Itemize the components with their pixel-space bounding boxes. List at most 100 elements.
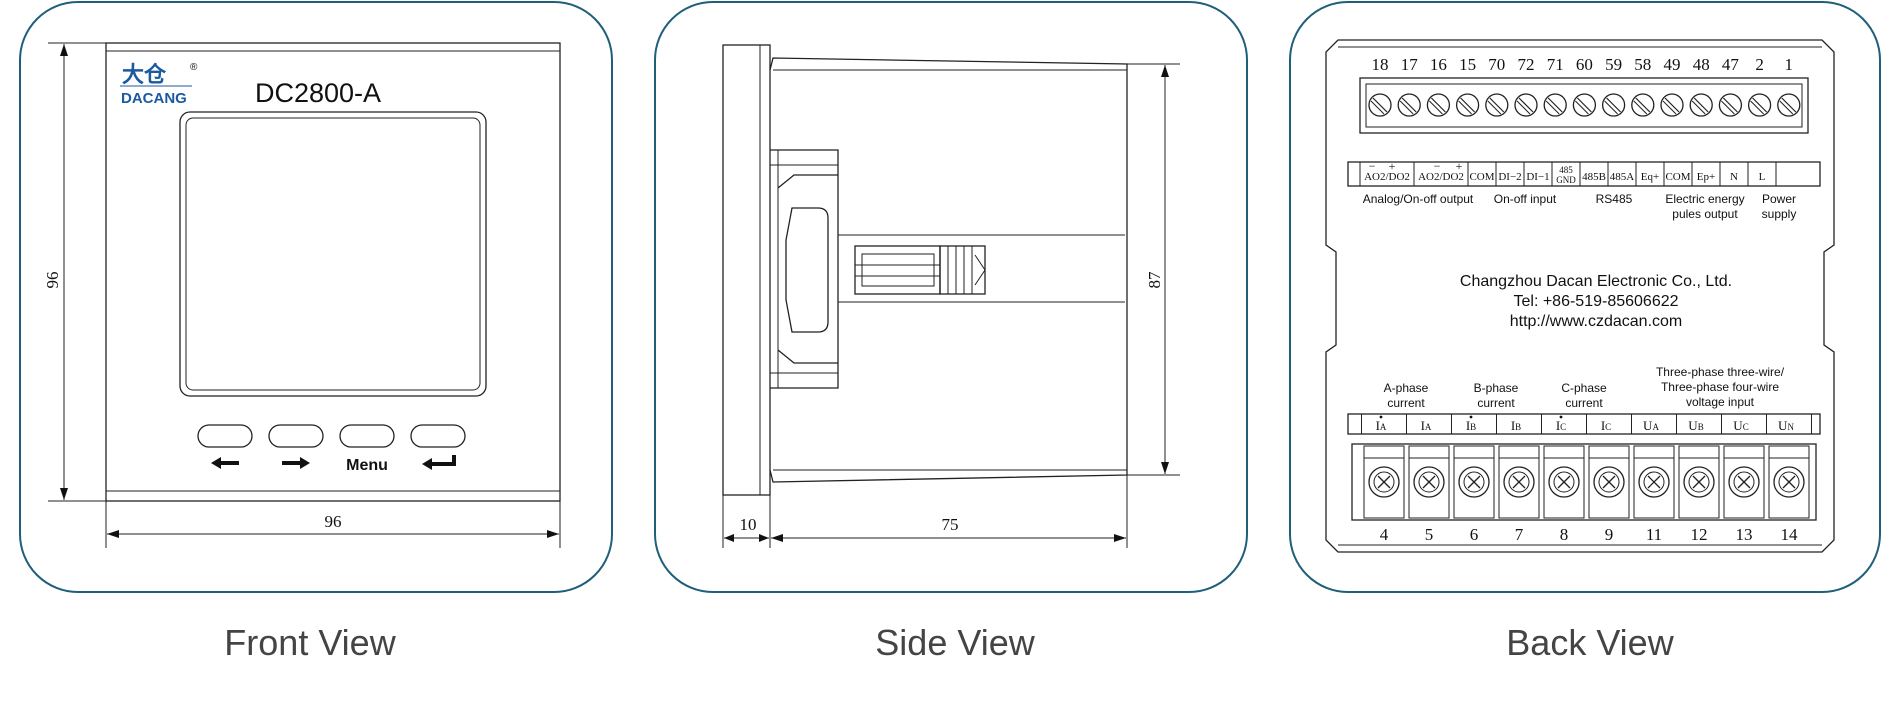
top-terminal-number: 2	[1755, 55, 1764, 74]
back-housing	[1325, 39, 1835, 553]
caption-side-view: Side View	[875, 622, 1035, 663]
group-power-line2: supply	[1762, 207, 1797, 221]
button-menu[interactable]	[339, 424, 395, 448]
top-screws	[1368, 93, 1801, 117]
side-housing	[769, 57, 1128, 483]
bottom-label: IC	[1556, 418, 1566, 433]
top-label: L	[1759, 171, 1766, 183]
bottom-screw-icon	[1768, 445, 1810, 519]
top-label: Ep+	[1697, 171, 1715, 183]
side-dim-bezel: 10	[740, 515, 757, 534]
bottom-terminal-number: 5	[1425, 525, 1434, 544]
top-screw-icon	[1689, 93, 1713, 117]
bottom-label: IA	[1421, 418, 1432, 433]
top-label: DI−1	[1526, 171, 1549, 183]
top-terminal-number: 58	[1634, 55, 1651, 74]
bottom-screw-icon	[1678, 445, 1720, 519]
group-b-phase-line2: current	[1477, 396, 1515, 410]
top-label-strip	[1347, 161, 1821, 187]
bottom-label: UC	[1733, 418, 1748, 433]
front-view-panel	[19, 1, 613, 593]
top-label: AO2/DO2	[1418, 171, 1464, 183]
top-screw-icon	[1397, 93, 1421, 117]
top-label: COM	[1469, 171, 1494, 183]
bottom-screw-icon	[1453, 445, 1495, 519]
side-view-panel	[654, 1, 1248, 593]
bottom-label: UA	[1643, 418, 1659, 433]
top-terminal-number: 49	[1664, 55, 1681, 74]
sign-plus-1: +	[1389, 159, 1396, 173]
top-screw-icon	[1485, 93, 1509, 117]
enter-arrow-icon	[422, 455, 456, 470]
menu-button-label: Menu	[346, 457, 388, 474]
side-dim-depth: 75	[942, 515, 959, 534]
top-terminal-number: 1	[1785, 55, 1794, 74]
bottom-screw-icon	[1408, 445, 1450, 519]
bottom-label: UB	[1688, 418, 1703, 433]
bottom-terminal-number: 7	[1515, 525, 1524, 544]
top-screw-icon	[1777, 93, 1801, 117]
bottom-terminal-number: 14	[1781, 525, 1799, 544]
top-label: DI−2	[1498, 171, 1521, 183]
front-dim-width: 96	[325, 512, 342, 531]
top-screw-icon	[1718, 93, 1743, 117]
model-name: DC2800-A	[255, 78, 381, 108]
side-front-bezel	[722, 44, 771, 496]
button-right[interactable]	[268, 424, 324, 448]
sign-plus-2: +	[1456, 159, 1463, 173]
group-a-phase-line1: A-phase	[1384, 381, 1429, 395]
group-b-phase-line1: B-phase	[1474, 381, 1519, 395]
top-screw-icon	[1631, 93, 1655, 117]
bottom-terminal-number: 13	[1736, 525, 1753, 544]
group-onoff-input: On-off input	[1494, 192, 1557, 206]
top-screw-icon	[1601, 93, 1626, 117]
top-screw-icon	[1455, 93, 1480, 117]
logo-english: DACANG	[121, 90, 187, 107]
bottom-screw-icon	[1723, 445, 1765, 519]
top-label: 485B	[1582, 171, 1606, 183]
logo-registered-mark: ®	[190, 62, 198, 73]
bottom-label: IB	[1511, 418, 1521, 433]
bottom-screws	[1363, 445, 1810, 519]
top-screw-icon	[1368, 93, 1392, 117]
caption-back-view: Back View	[1506, 622, 1674, 663]
bottom-screw-icon	[1543, 445, 1585, 519]
bottom-terminal-number: 8	[1560, 525, 1569, 544]
bottom-label: UN	[1778, 418, 1794, 433]
top-terminal-number: 48	[1693, 55, 1710, 74]
bottom-screw-icon	[1588, 445, 1630, 519]
bottom-terminal-number: 6	[1470, 525, 1479, 544]
company-tel: Tel: +86-519-85606622	[1513, 293, 1678, 310]
top-terminal-number: 16	[1430, 55, 1447, 74]
right-arrow-icon	[282, 457, 310, 469]
top-label: Eq+	[1641, 171, 1659, 183]
button-enter[interactable]	[410, 424, 466, 448]
bottom-label: IB	[1466, 418, 1476, 433]
group-power-line1: Power	[1762, 192, 1796, 206]
top-terminal-number: 72	[1518, 55, 1535, 74]
button-left[interactable]	[197, 424, 253, 448]
company-url: http://www.czdacan.com	[1510, 313, 1683, 330]
group-c-phase-line1: C-phase	[1561, 381, 1607, 395]
group-voltage-line2: Three-phase four-wire	[1661, 380, 1779, 394]
bottom-terminal-number: 4	[1380, 525, 1389, 544]
top-terminal-number: 59	[1605, 55, 1622, 74]
bottom-terminal-number: 12	[1691, 525, 1708, 544]
bottom-label: IA	[1376, 418, 1387, 433]
logo-chinese: 大仓	[122, 62, 167, 87]
top-terminal-number: 60	[1576, 55, 1593, 74]
bottom-label-strip	[1347, 413, 1821, 435]
caption-front-view: Front View	[224, 622, 396, 663]
group-voltage-line1: Three-phase three-wire/	[1656, 365, 1785, 379]
side-dim-height: 87	[1145, 271, 1164, 289]
top-label: 485A	[1610, 171, 1635, 183]
top-screw-icon	[1660, 93, 1684, 117]
top-screw-icon	[1747, 93, 1772, 117]
company-name: Changzhou Dacan Electronic Co., Ltd.	[1460, 273, 1732, 290]
top-screw-icon	[1426, 93, 1451, 117]
lcd-screen-inner	[185, 117, 481, 391]
